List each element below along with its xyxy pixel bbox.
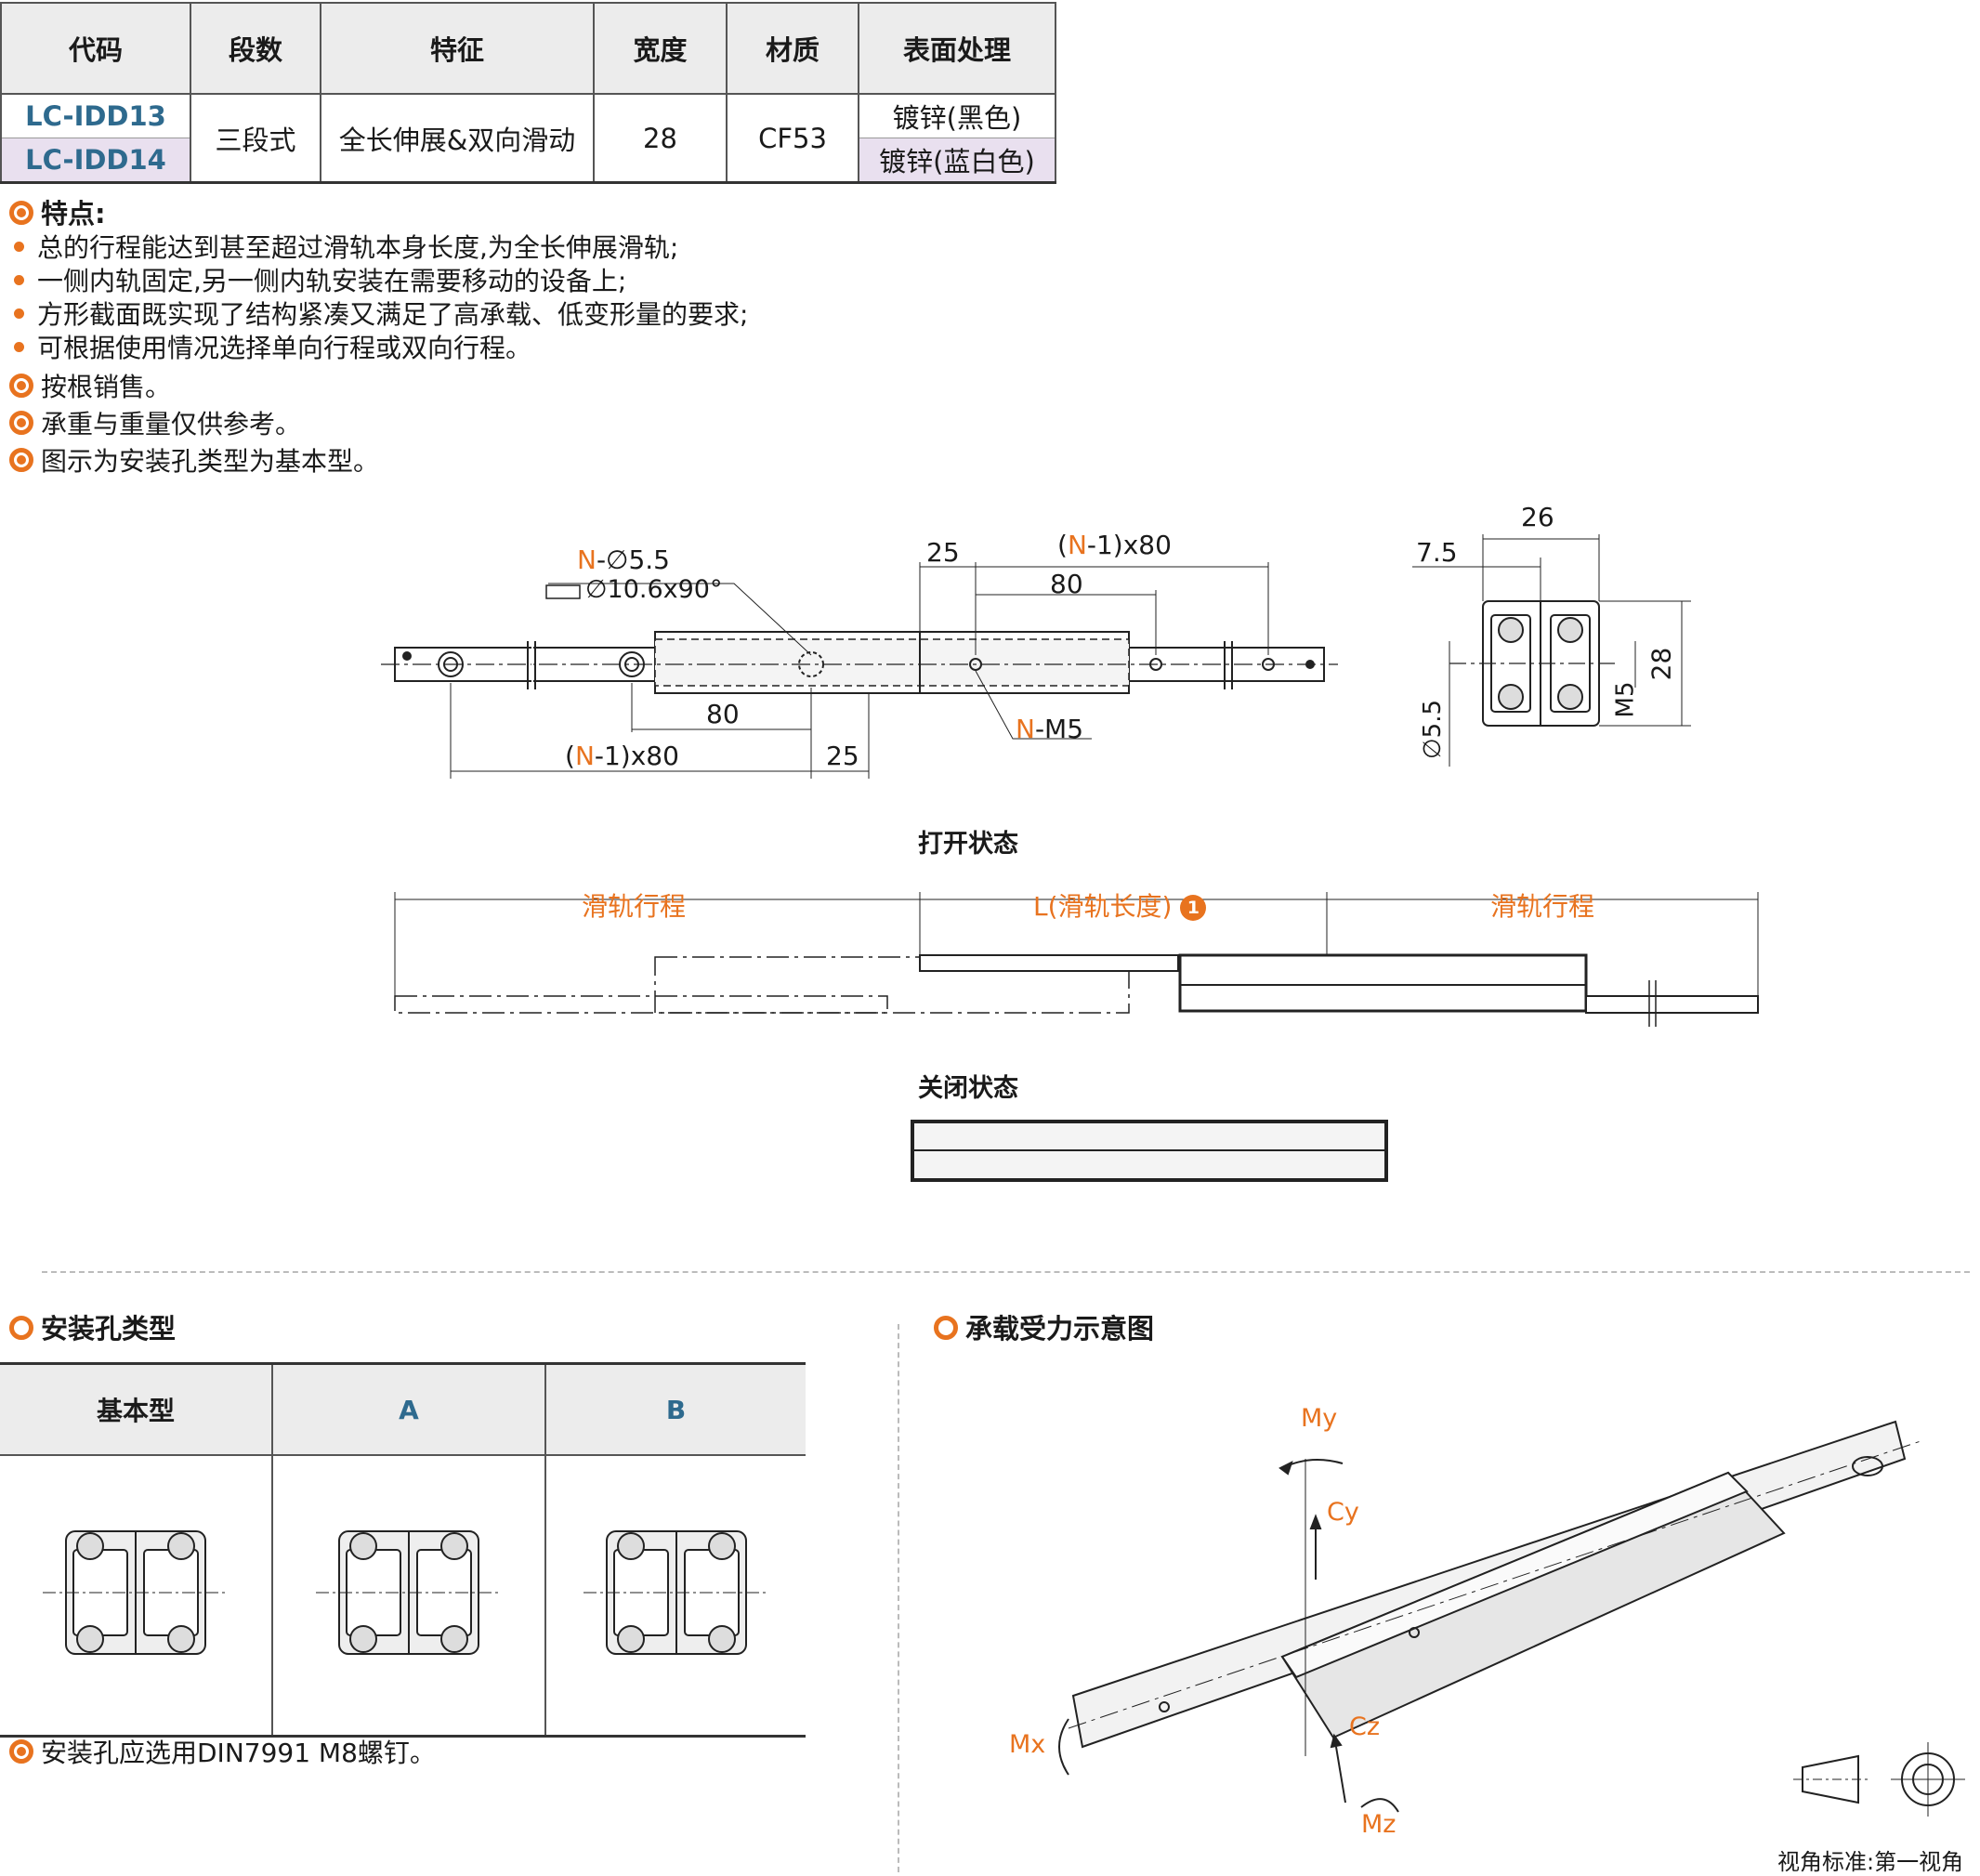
note-item: 图示为安装孔类型为基本型。 xyxy=(9,448,379,475)
header-feature: 特征 xyxy=(320,2,595,95)
header-code: 代码 xyxy=(0,2,191,95)
features-title: 特点: xyxy=(9,201,106,228)
feature-item: 方形截面既实现了结构紧凑又满足了高承载、低变形量的要求; xyxy=(9,302,748,328)
bullet-ring-icon xyxy=(9,201,33,225)
header-segments: 段数 xyxy=(190,2,321,95)
rail-top-view xyxy=(381,562,1338,779)
ring-icon xyxy=(9,1316,33,1340)
hole-type-basic: 基本型 xyxy=(0,1362,272,1456)
dim-m5: M5 xyxy=(1611,681,1640,718)
feature-cell: 全长伸展&双向滑动 xyxy=(320,94,595,184)
hole-types-table: 基本型 A B xyxy=(0,1362,806,1738)
feature-item: 可根据使用情况选择单向行程或双向行程。 xyxy=(9,335,531,361)
load-diagram xyxy=(1058,1420,1965,1817)
pitch-label-left: (N-1)x80 xyxy=(565,741,679,771)
feature-item: 一侧内轨固定,另一侧内轨安装在需要移动的设备上; xyxy=(9,269,626,295)
dim-d5-5: ∅5.5 xyxy=(1419,700,1447,759)
column-divider xyxy=(898,1324,899,1872)
segments-cell: 三段式 xyxy=(190,94,321,184)
header-width: 宽度 xyxy=(593,2,728,95)
rail-section-view xyxy=(1412,534,1691,767)
hole-types-note: 安装孔应选用DIN7991 M8螺钉。 xyxy=(9,1739,436,1766)
dim-offset-left: 25 xyxy=(826,741,859,771)
bullet-ring-icon xyxy=(9,448,33,472)
material-cell: CF53 xyxy=(726,94,859,184)
bullet-dot-icon xyxy=(14,241,24,252)
dim-28: 28 xyxy=(1646,647,1677,681)
label-cz: Cz xyxy=(1349,1712,1381,1741)
note-item: 承重与重量仅供参考。 xyxy=(9,411,301,438)
label-my: My xyxy=(1301,1404,1338,1433)
view-standard: 视角标准:第一视角 xyxy=(1777,1849,1964,1875)
spec-table: 代码 段数 特征 宽度 材质 表面处理 LC-IDD13 三段式 全长伸展&双向… xyxy=(0,2,1056,184)
table-row: LC-IDD13 三段式 全长伸展&双向滑动 28 CF53 镀锌(黑色) xyxy=(0,94,1056,184)
closed-state-rails xyxy=(911,1120,1388,1182)
hole-type-a-figure xyxy=(271,1455,545,1738)
header-finish: 表面处理 xyxy=(858,2,1056,95)
bullet-ring-icon xyxy=(9,374,33,398)
product-code: LC-IDD13 xyxy=(0,94,191,138)
load-title: 承载受力示意图 xyxy=(934,1316,1154,1343)
dim-pitch-right: 80 xyxy=(1050,569,1083,599)
note-item: 按根销售。 xyxy=(9,374,171,400)
width-cell: 28 xyxy=(593,94,728,184)
counterbore-label: ∅10.6x90° xyxy=(585,575,723,604)
feature-item: 总的行程能达到甚至超过滑轨本身长度,为全长伸展滑轨; xyxy=(9,235,678,261)
label-mx: Mx xyxy=(1009,1730,1046,1759)
bullet-dot-icon xyxy=(14,308,24,319)
dim-offset-right: 25 xyxy=(926,537,960,568)
section-divider xyxy=(42,1271,1970,1273)
bullet-ring-icon xyxy=(9,411,33,435)
label-mz: Mz xyxy=(1361,1810,1396,1839)
hole-type-b-figure xyxy=(544,1455,806,1738)
hole-type-b: B xyxy=(544,1362,806,1456)
hole-type-basic-figure xyxy=(0,1455,272,1738)
open-state-label: 打开状态 xyxy=(918,830,1018,859)
closed-state-label: 关闭状态 xyxy=(918,1074,1018,1103)
header-material: 材质 xyxy=(726,2,859,95)
bullet-dot-icon xyxy=(14,274,24,285)
finish-cell: 镀锌(蓝白色) xyxy=(858,138,1056,184)
dim-7-5: 7.5 xyxy=(1416,537,1458,568)
dim-pitch-left: 80 xyxy=(706,699,740,729)
bullet-dot-icon xyxy=(14,341,24,352)
m5-label: N-M5 xyxy=(1016,714,1084,744)
pitch-label-right: (N-1)x80 xyxy=(1057,530,1172,560)
product-code: LC-IDD14 xyxy=(0,138,191,184)
travel-label-right: 滑轨行程 xyxy=(1490,891,1595,922)
open-state-rails xyxy=(394,892,1759,1027)
technical-drawing xyxy=(381,534,1759,1182)
travel-label-left: 滑轨行程 xyxy=(582,891,687,922)
label-cy: Cy xyxy=(1327,1498,1359,1527)
hole-label: N-∅5.5 xyxy=(577,544,670,575)
length-label: L(滑轨长度) 1 xyxy=(1033,886,1207,924)
bullet-ring-icon xyxy=(9,1739,33,1764)
ring-icon xyxy=(934,1316,958,1340)
hole-types-title: 安装孔类型 xyxy=(9,1316,176,1343)
note-1-badge: 1 xyxy=(1180,895,1207,921)
hole-type-a: A xyxy=(271,1362,545,1456)
finish-cell: 镀锌(黑色) xyxy=(858,94,1056,138)
dim-26: 26 xyxy=(1521,502,1554,532)
